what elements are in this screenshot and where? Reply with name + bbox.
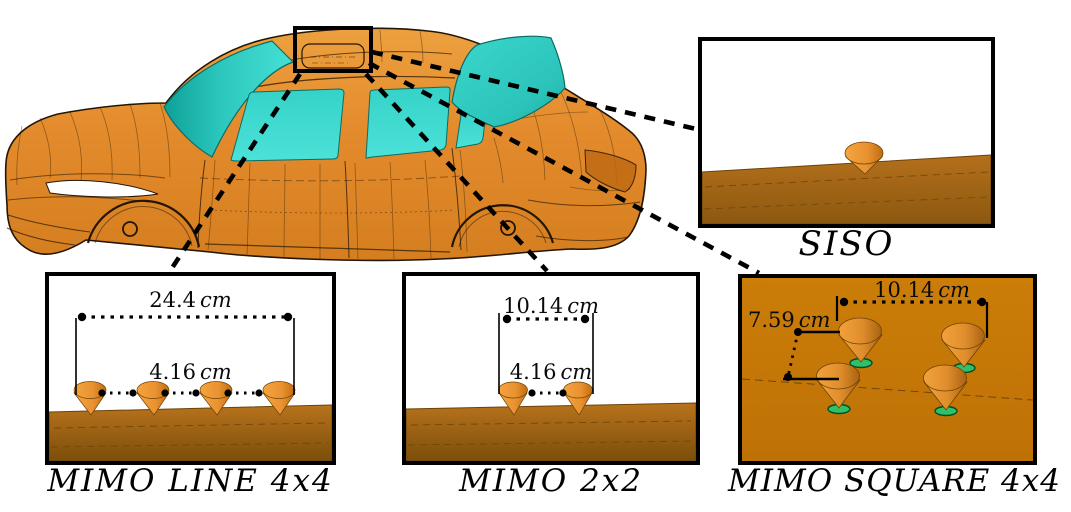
antenna-cone xyxy=(73,381,107,416)
antenna-cone xyxy=(838,317,883,369)
roof-seam-line xyxy=(53,422,328,429)
mimo-line-drawing xyxy=(49,312,332,461)
car-body xyxy=(4,27,647,262)
antenna-cone xyxy=(199,381,233,416)
roof-surface xyxy=(702,154,991,224)
rear-jack-hole xyxy=(500,220,516,236)
antenna-cone xyxy=(844,141,884,175)
antenna-cone xyxy=(498,381,528,416)
roof-surface xyxy=(406,402,696,461)
roof-highlight-box xyxy=(293,26,373,73)
door-cut-lines xyxy=(197,147,462,259)
roof-surface xyxy=(742,278,1033,461)
dimension-spacing xyxy=(98,389,263,397)
antenna-cone xyxy=(262,381,296,416)
roof-antenna-patch xyxy=(301,43,365,69)
mimo-line-caption: MIMO LINE 4x4 xyxy=(47,463,334,499)
taillight xyxy=(584,149,637,193)
connector-to-siso xyxy=(371,49,697,132)
front-door-window xyxy=(230,88,345,162)
antenna-cone xyxy=(136,381,170,416)
rear-windshield-glass xyxy=(451,35,566,128)
dimension-vertical xyxy=(783,328,840,381)
dimension-horizontal xyxy=(835,296,989,338)
siso-panel xyxy=(698,37,995,228)
siso-panel-drawing xyxy=(702,141,991,224)
roof-seam-line xyxy=(50,442,330,448)
roof-surface xyxy=(49,404,332,461)
antenna-cone xyxy=(816,362,861,415)
dimension-spacing xyxy=(528,389,567,397)
windshield-glass xyxy=(163,40,295,158)
dimension-total-span xyxy=(75,312,295,395)
front-jack-hole xyxy=(122,221,138,237)
roof-seam-line xyxy=(742,378,1033,401)
siso-caption: SISO xyxy=(798,224,895,264)
mimo-2x2-drawing xyxy=(406,313,696,461)
roof-seam-line xyxy=(410,420,692,426)
dimension-total-span xyxy=(498,313,594,394)
rear-wheel-arch xyxy=(450,204,555,248)
connector-to-mimo-square xyxy=(367,60,761,276)
antenna-cone xyxy=(923,364,968,417)
mimo-square-drawing xyxy=(742,278,1033,461)
headlight xyxy=(45,179,159,198)
front-bumper-lines xyxy=(6,214,91,246)
mimo-2x2-caption: MIMO 2x2 xyxy=(459,463,643,499)
cad-mesh-lines xyxy=(16,29,631,260)
front-wheel-arch xyxy=(86,199,201,248)
connector-to-mimo-2x2 xyxy=(364,72,549,273)
mimo-square-caption: MIMO SQUARE 4x4 xyxy=(728,463,1061,499)
